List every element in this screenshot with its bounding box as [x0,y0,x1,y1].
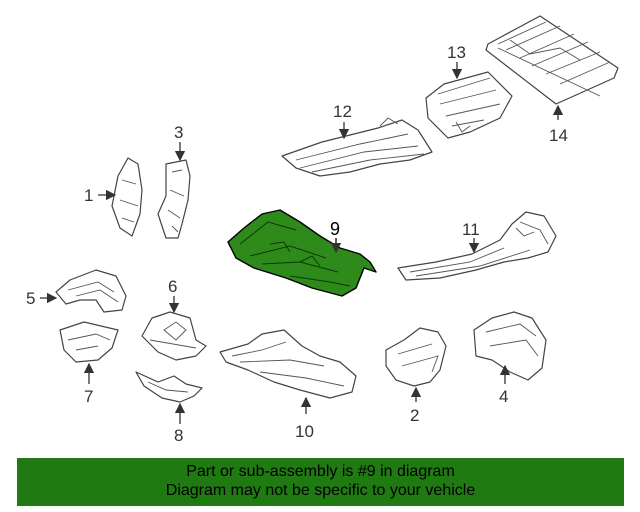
callout-1: 1 [84,186,93,205]
part-6-shield[interactable] [141,311,207,361]
part-7-shield[interactable] [59,321,119,363]
callout-5: 5 [26,289,35,308]
info-banner: Part or sub-assembly is #9 in diagram Di… [17,458,624,506]
callout-9: 9 [330,219,340,239]
part-9-shield-highlighted[interactable] [227,209,377,297]
part-4-shield[interactable] [473,311,547,381]
part-13-shield[interactable] [425,71,513,139]
callout-7: 7 [84,387,93,406]
part-2-shield[interactable] [385,327,447,387]
callout-13: 13 [447,43,466,62]
banner-line-2: Diagram may not be specific to your vehi… [165,482,476,499]
callout-3: 3 [174,123,183,142]
callout-14: 14 [549,126,568,145]
callout-8: 8 [174,426,183,445]
part-5-shield[interactable] [55,269,127,313]
part-1-shield[interactable] [111,157,143,237]
part-14-shield[interactable] [485,15,619,105]
part-10-shield[interactable] [219,329,357,399]
callout-6: 6 [168,277,177,296]
parts-diagram: 14 13 12 3 1 9 11 [26,15,619,445]
callout-10: 10 [295,422,314,441]
callout-2: 2 [410,406,419,425]
callout-11: 11 [462,220,480,239]
callout-12: 12 [333,102,352,121]
part-8-shield[interactable] [135,371,203,403]
banner-line-1: Part or sub-assembly is #9 in diagram [186,463,455,480]
part-12-shield[interactable] [281,117,433,177]
part-11-shield[interactable] [397,211,557,281]
part-3-shield[interactable] [157,159,191,239]
callout-4: 4 [499,387,508,406]
